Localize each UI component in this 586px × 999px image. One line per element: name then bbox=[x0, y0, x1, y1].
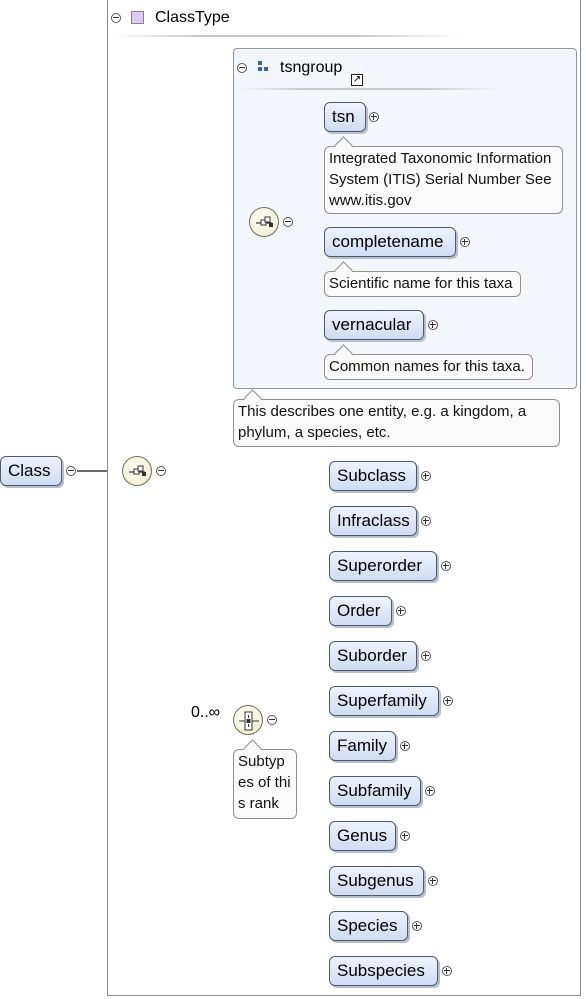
subgenus-element[interactable]: Subgenus bbox=[329, 866, 424, 896]
expand-subspecies-icon[interactable] bbox=[442, 966, 452, 976]
subfamily-element[interactable]: Subfamily bbox=[329, 776, 421, 806]
type-separator bbox=[112, 35, 462, 37]
choice-cardinality: 0..∞ bbox=[191, 704, 221, 721]
expand-order-icon[interactable] bbox=[396, 606, 406, 616]
vernacular-element[interactable]: vernacular bbox=[324, 310, 424, 340]
tsn-element[interactable]: tsn bbox=[324, 102, 366, 132]
subgenus-element-label: Subgenus bbox=[337, 871, 414, 890]
collapse-class-icon[interactable] bbox=[66, 466, 76, 476]
completename-element[interactable]: completename bbox=[324, 227, 456, 257]
collapse-sequence-icon[interactable] bbox=[156, 466, 166, 476]
sequence-compositor-icon[interactable] bbox=[122, 456, 152, 486]
choice-compositor-icon[interactable] bbox=[233, 705, 263, 735]
vernacular-element-label: vernacular bbox=[332, 315, 412, 334]
expand-suborder-icon[interactable] bbox=[421, 651, 431, 661]
subclass-element[interactable]: Subclass bbox=[329, 461, 417, 491]
subspecies-element-label: Subspecies bbox=[337, 961, 425, 980]
class-element[interactable]: Class bbox=[0, 456, 62, 486]
family-element[interactable]: Family bbox=[329, 731, 396, 761]
collapse-group-sequence-icon[interactable] bbox=[283, 217, 293, 227]
expand-family-icon[interactable] bbox=[400, 741, 410, 751]
superfamily-element[interactable]: Superfamily bbox=[329, 686, 439, 716]
expand-genus-icon[interactable] bbox=[400, 831, 410, 841]
expand-species-icon[interactable] bbox=[412, 921, 422, 931]
subspecies-element[interactable]: Subspecies bbox=[329, 956, 438, 986]
completename-doc: Scientific name for this taxa bbox=[324, 261, 521, 297]
expand-infraclass-icon[interactable] bbox=[421, 516, 431, 526]
group-separator bbox=[240, 88, 500, 90]
group-sequence-compositor-icon[interactable] bbox=[249, 207, 279, 237]
expand-superfamily-icon[interactable] bbox=[443, 696, 453, 706]
type-label: ClassType bbox=[155, 9, 230, 26]
group-doc-text: This describes one entity, e.g. a kingdo… bbox=[238, 403, 527, 441]
completename-doc-text: Scientific name for this taxa bbox=[329, 275, 513, 292]
expand-vernacular-icon[interactable] bbox=[428, 320, 438, 330]
species-element[interactable]: Species bbox=[329, 911, 408, 941]
external-link-icon[interactable]: ↗ bbox=[351, 74, 363, 86]
expand-subfamily-icon[interactable] bbox=[425, 786, 435, 796]
family-element-label: Family bbox=[337, 736, 388, 755]
infraclass-element[interactable]: Infraclass bbox=[329, 506, 417, 536]
collapse-group-icon[interactable] bbox=[237, 63, 247, 73]
genus-element-label: Genus bbox=[337, 826, 388, 845]
collapse-choice-icon[interactable] bbox=[267, 715, 277, 725]
choice-doc: Subtypes of this rank bbox=[233, 739, 297, 819]
suborder-element[interactable]: Suborder bbox=[329, 641, 417, 671]
class-element-label: Class bbox=[8, 461, 51, 480]
tsn-doc: Integrated Taxonomic Information System … bbox=[324, 136, 563, 214]
expand-superorder-icon[interactable] bbox=[441, 561, 451, 571]
expand-subgenus-icon[interactable] bbox=[428, 876, 438, 886]
collapse-type-icon[interactable] bbox=[111, 13, 121, 23]
genus-element[interactable]: Genus bbox=[329, 821, 396, 851]
infraclass-element-label: Infraclass bbox=[337, 511, 410, 530]
subfamily-element-label: Subfamily bbox=[337, 781, 412, 800]
complex-type-icon bbox=[131, 11, 144, 24]
choice-doc-text: Subtypes of this rank bbox=[238, 753, 291, 812]
expand-tsn-icon[interactable] bbox=[369, 112, 379, 122]
order-element[interactable]: Order bbox=[329, 596, 392, 626]
completename-element-label: completename bbox=[332, 232, 444, 251]
superfamily-element-label: Superfamily bbox=[337, 691, 427, 710]
expand-completename-icon[interactable] bbox=[460, 237, 470, 247]
suborder-element-label: Suborder bbox=[337, 646, 407, 665]
superorder-element[interactable]: Superorder bbox=[329, 551, 437, 581]
vernacular-doc-text: Common names for this taxa. bbox=[329, 358, 525, 375]
group-doc: This describes one entity, e.g. a kingdo… bbox=[233, 389, 560, 447]
tsn-element-label: tsn bbox=[332, 107, 355, 126]
subclass-element-label: Subclass bbox=[337, 466, 406, 485]
expand-subclass-icon[interactable] bbox=[421, 471, 431, 481]
group-icon bbox=[258, 61, 270, 73]
order-element-label: Order bbox=[337, 601, 381, 620]
superorder-element-label: Superorder bbox=[337, 556, 423, 575]
species-element-label: Species bbox=[337, 916, 398, 935]
tsn-doc-text: Integrated Taxonomic Information System … bbox=[329, 150, 552, 209]
group-label: tsngroup bbox=[280, 59, 343, 76]
vernacular-doc: Common names for this taxa. bbox=[324, 344, 533, 380]
